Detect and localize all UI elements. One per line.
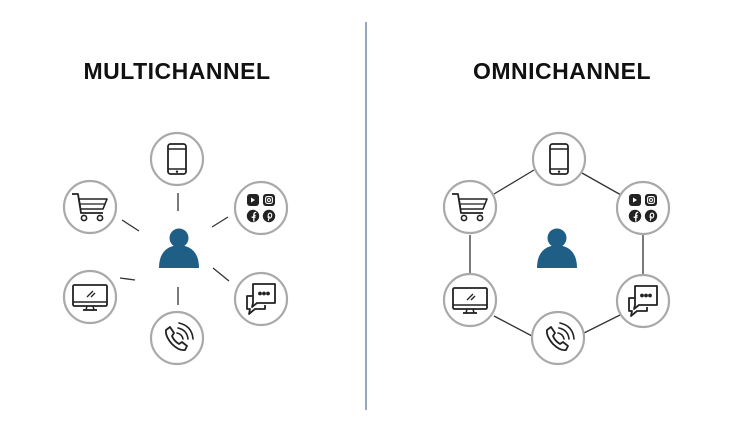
omnichannel-diagram [442,131,671,366]
multichannel-spokes [119,193,230,305]
channel-node-social [615,180,671,236]
channel-node-mobile [149,131,205,187]
channel-node-cart [442,179,498,235]
customer-person-icon [537,228,577,268]
channel-node-desktop [62,269,118,325]
channel-node-cart [62,179,118,235]
channel-node-chat [615,273,671,329]
multichannel-diagram [62,131,289,366]
channel-node-call [149,310,205,366]
channel-node-desktop [442,272,498,328]
channel-node-call [530,310,586,366]
omnichannel-title: OMNICHANNEL [473,58,651,84]
channel-node-mobile [531,131,587,187]
customer-person-icon [159,228,199,268]
omnichannel-ring-links [469,169,644,337]
channel-node-social [233,180,289,236]
multichannel-title: MULTICHANNEL [83,58,271,84]
channel-node-chat [233,271,289,327]
